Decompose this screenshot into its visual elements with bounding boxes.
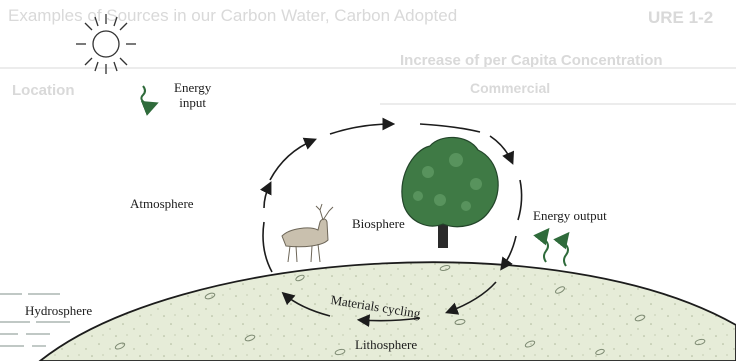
energy-input-line2: input xyxy=(179,95,206,110)
ghost-table-lines xyxy=(0,68,736,104)
hydrosphere-label: Hydrosphere xyxy=(25,303,92,318)
atmosphere-label: Atmosphere xyxy=(130,196,194,211)
energy-output-label: Energy output xyxy=(533,208,607,223)
energy-output-arrows xyxy=(544,231,568,266)
lithosphere-label: Lithosphere xyxy=(355,337,417,352)
energy-input-label: Energy input xyxy=(174,80,211,110)
energy-input-line1: Energy xyxy=(174,80,211,95)
tree-icon xyxy=(402,137,498,248)
biosphere-label: Biosphere xyxy=(352,216,405,231)
water-lines xyxy=(0,294,70,346)
sun-icon xyxy=(76,14,136,74)
energy-input-arrow xyxy=(141,86,155,105)
deer-icon xyxy=(282,204,333,262)
